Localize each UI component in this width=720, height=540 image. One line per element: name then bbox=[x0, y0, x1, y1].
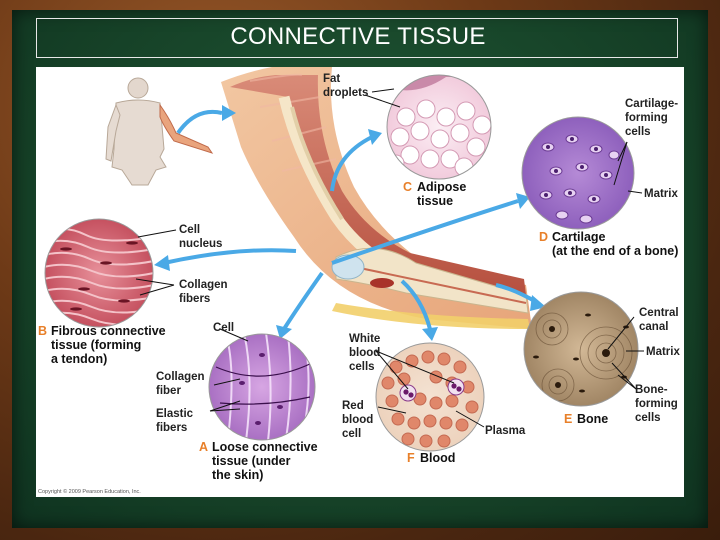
svg-text:Loose connective: Loose connective bbox=[212, 440, 318, 454]
label-white-blood-cells: White blood cells bbox=[349, 333, 380, 373]
caption-blood: F Blood bbox=[407, 451, 455, 465]
svg-text:Collagen: Collagen bbox=[156, 371, 205, 383]
label-central-canal: Central canal bbox=[639, 307, 679, 333]
svg-text:nucleus: nucleus bbox=[179, 238, 222, 250]
svg-text:Elastic: Elastic bbox=[156, 408, 194, 420]
svg-text:E: E bbox=[564, 412, 572, 426]
caption-bone: E Bone bbox=[564, 412, 608, 426]
svg-text:droplets: droplets bbox=[323, 87, 368, 99]
diagram-panel: Fat droplets C Adipose tissue Cartilage-… bbox=[36, 67, 684, 497]
cartilage-micrograph bbox=[521, 116, 635, 230]
svg-text:fibers: fibers bbox=[156, 422, 187, 434]
svg-text:a tendon): a tendon) bbox=[51, 352, 107, 366]
svg-text:Red: Red bbox=[342, 400, 364, 412]
connective-tissue-diagram: Fat droplets C Adipose tissue Cartilage-… bbox=[38, 67, 680, 495]
svg-text:forming: forming bbox=[635, 398, 678, 410]
svg-text:fiber: fiber bbox=[156, 385, 181, 397]
caption-loose-connective: A Loose connective tissue (under the ski… bbox=[199, 440, 318, 482]
svg-text:blood: blood bbox=[342, 414, 373, 426]
svg-text:cells: cells bbox=[635, 412, 661, 424]
svg-text:Collagen: Collagen bbox=[179, 279, 228, 291]
label-fat-droplets: Fat droplets bbox=[323, 73, 368, 99]
label-cell-nucleus: Cell nucleus bbox=[179, 224, 222, 250]
svg-text:fibers: fibers bbox=[179, 293, 210, 305]
svg-text:Fat: Fat bbox=[323, 73, 340, 85]
label-bone-matrix: Matrix bbox=[646, 346, 680, 358]
svg-text:Cartilage: Cartilage bbox=[552, 230, 606, 244]
label-cartilage-matrix: Matrix bbox=[644, 188, 678, 200]
label-collagen-fiber: Collagen fiber bbox=[156, 371, 205, 397]
svg-text:the skin): the skin) bbox=[212, 468, 263, 482]
leader-lines bbox=[135, 88, 644, 428]
svg-text:Bone-: Bone- bbox=[635, 384, 668, 396]
svg-text:B: B bbox=[38, 324, 47, 338]
svg-text:Fibrous connective: Fibrous connective bbox=[51, 324, 166, 338]
label-plasma: Plasma bbox=[485, 425, 526, 437]
svg-text:Adipose: Adipose bbox=[417, 180, 466, 194]
svg-text:Blood: Blood bbox=[420, 451, 455, 465]
svg-text:F: F bbox=[407, 451, 415, 465]
svg-text:tissue (under: tissue (under bbox=[212, 454, 291, 468]
human-figure-icon bbox=[105, 77, 214, 186]
label-cell: Cell bbox=[213, 322, 234, 334]
caption-fibrous: B Fibrous connective tissue (forming a t… bbox=[38, 324, 166, 366]
title-box: CONNECTIVE TISSUE bbox=[36, 18, 678, 58]
svg-text:blood: blood bbox=[349, 347, 380, 359]
svg-text:tissue: tissue bbox=[417, 194, 453, 208]
svg-text:Bone: Bone bbox=[577, 412, 608, 426]
fibrous-tissue-micrograph bbox=[44, 218, 154, 328]
label-bone-forming-cells: Bone- forming cells bbox=[635, 384, 678, 424]
svg-text:cells: cells bbox=[349, 361, 375, 373]
slide-title: CONNECTIVE TISSUE bbox=[230, 23, 486, 50]
svg-text:forming: forming bbox=[625, 112, 668, 124]
svg-text:Central: Central bbox=[639, 307, 679, 319]
svg-text:D: D bbox=[539, 230, 548, 244]
caption-cartilage: D Cartilage (at the end of a bone) bbox=[539, 230, 678, 258]
svg-text:(at the end of a bone): (at the end of a bone) bbox=[552, 244, 678, 258]
adipose-tissue-micrograph bbox=[386, 74, 492, 180]
connector-arrows bbox=[163, 110, 540, 331]
svg-text:Cartilage-: Cartilage- bbox=[625, 98, 678, 110]
svg-text:cell: cell bbox=[342, 428, 361, 440]
label-elastic-fibers: Elastic fibers bbox=[156, 408, 194, 434]
label-cartilage-forming-cells: Cartilage- forming cells bbox=[625, 98, 678, 138]
caption-adipose: C Adipose tissue bbox=[403, 180, 466, 208]
svg-text:Cell: Cell bbox=[179, 224, 200, 236]
loose-connective-micrograph bbox=[208, 333, 316, 441]
label-red-blood-cell: Red blood cell bbox=[342, 400, 373, 440]
copyright-notice: Copyright © 2009 Pearson Education, Inc. bbox=[38, 488, 141, 495]
svg-text:A: A bbox=[199, 440, 208, 454]
blood-micrograph bbox=[375, 342, 485, 452]
svg-text:tissue (forming: tissue (forming bbox=[51, 338, 141, 352]
svg-text:White: White bbox=[349, 333, 380, 345]
label-collagen-fibers: Collagen fibers bbox=[179, 279, 228, 305]
svg-text:canal: canal bbox=[639, 321, 668, 333]
bone-micrograph bbox=[523, 291, 639, 407]
svg-text:cells: cells bbox=[625, 126, 651, 138]
svg-text:C: C bbox=[403, 180, 412, 194]
